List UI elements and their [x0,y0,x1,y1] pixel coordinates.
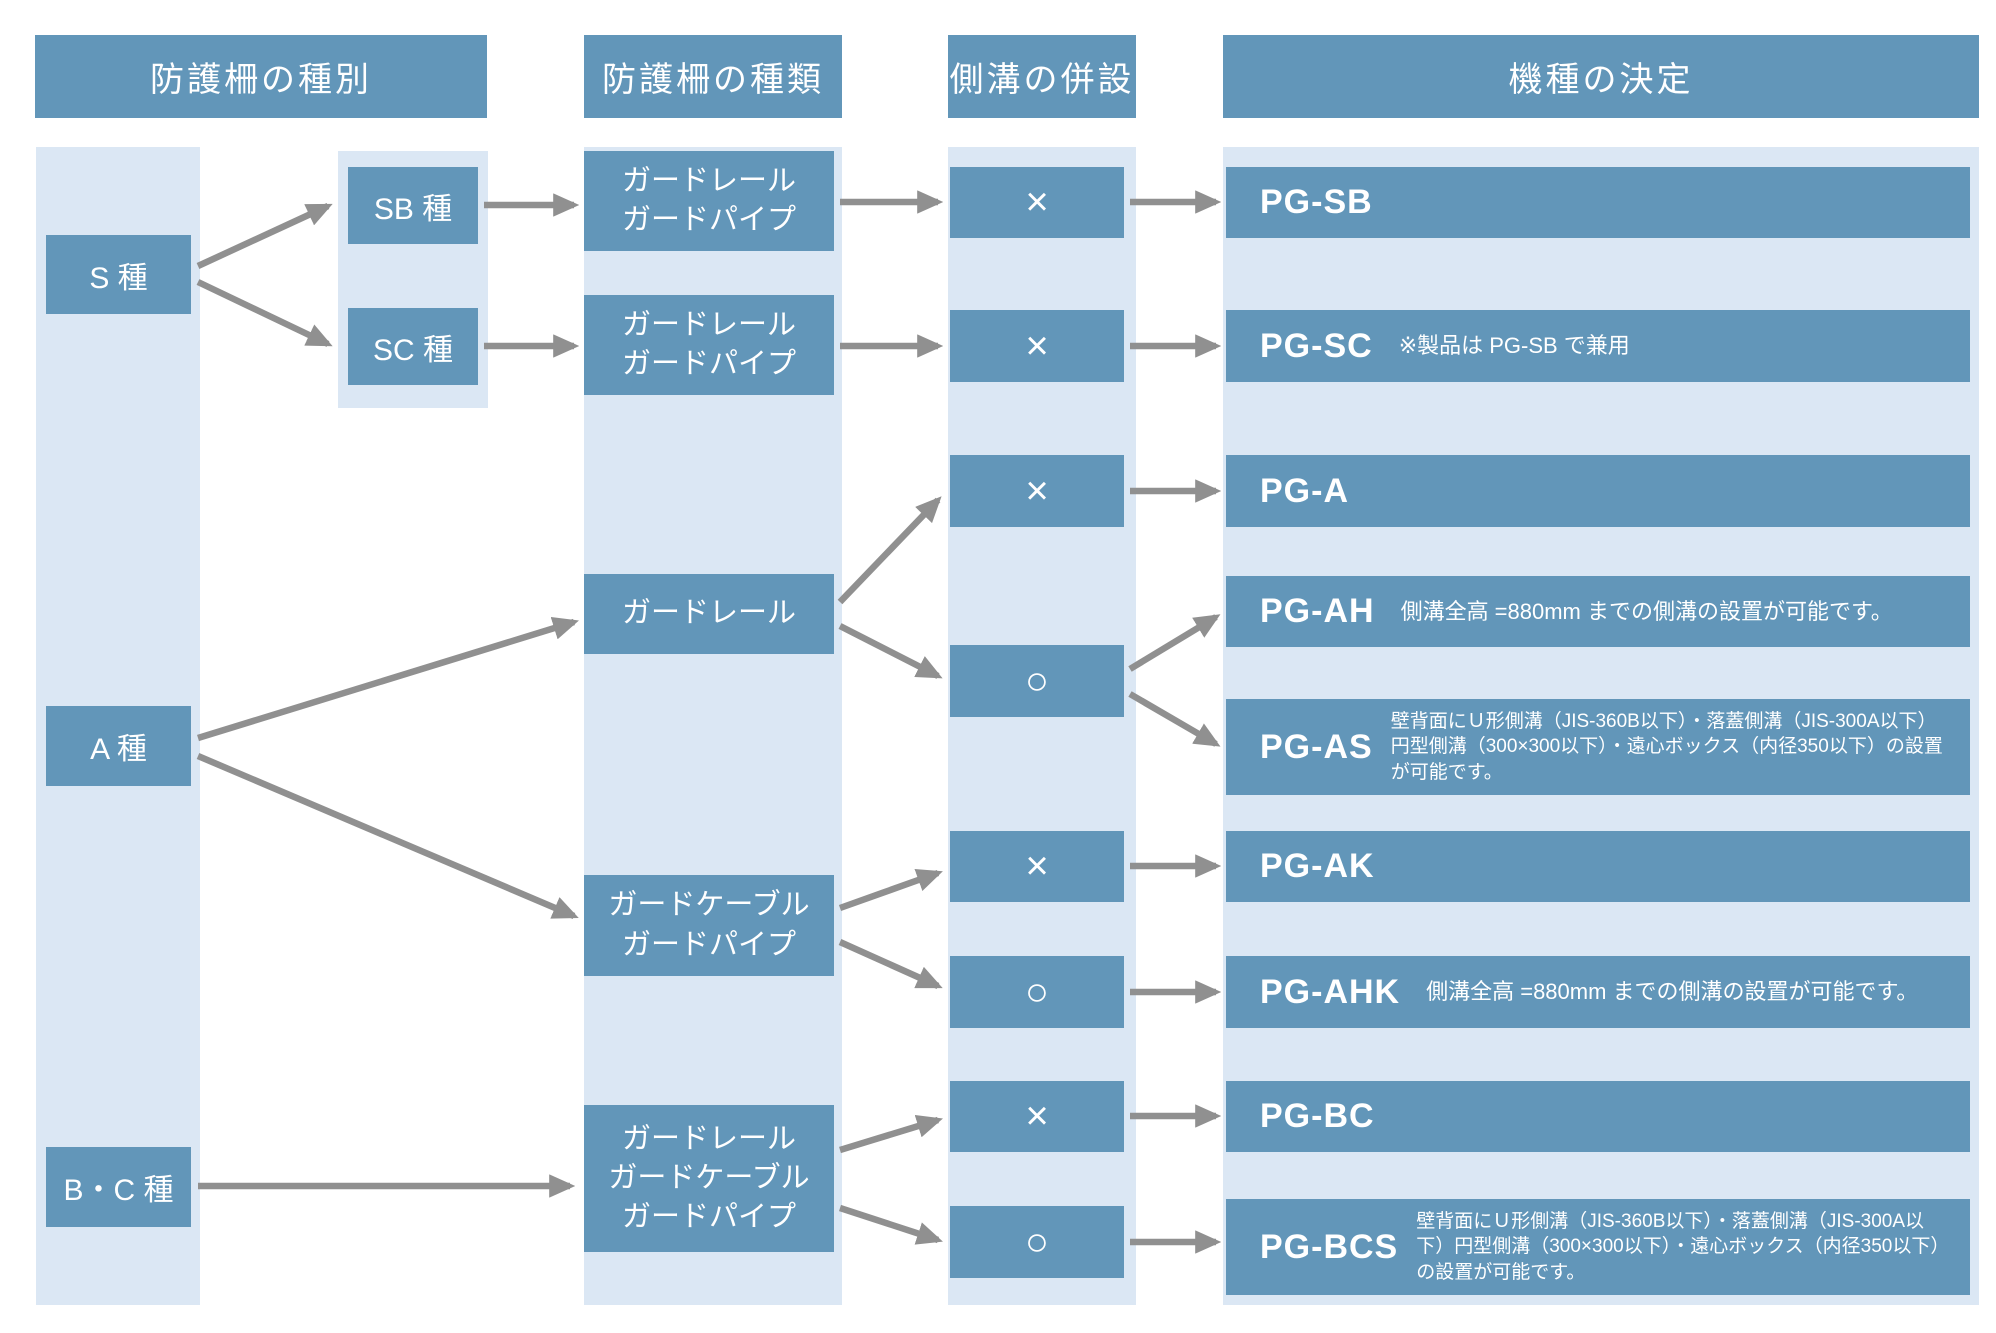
kind-node-a-rail: ガードレール [584,574,834,654]
arrow-s-to-sc [196,279,333,347]
model-code: PG-BC [1260,1097,1375,1135]
gutter-node-sb-no: × [950,167,1124,238]
gutter-node-a-yes: ○ [950,645,1124,717]
arrow-a-to-cable [196,753,579,919]
model-node-pg-bcs: PG-BCS 壁背面にＵ形側溝（JIS-360B以下）・落蓋側溝（JIS-300… [1226,1199,1970,1295]
model-node-pg-ah: PG-AH 側溝全高 =880mm までの側溝の設置が可能です。 [1226,576,1970,647]
model-code: PG-SC [1260,326,1373,365]
gutter-node-sc-no: × [950,310,1124,382]
model-node-pg-bc: PG-BC [1226,1081,1970,1152]
arrow-rail-to-no [837,496,942,605]
model-node-pg-sc: PG-SC ※製品は PG-SB で兼用 [1226,310,1970,382]
model-note: 側溝全高 =880mm までの側溝の設置が可能です。 [1400,598,1893,624]
model-node-pg-ak: PG-AK [1226,831,1970,902]
arrow-rail-to-yes [838,623,943,679]
header-fence-kind: 防護柵の種類 [584,35,842,118]
model-code: PG-A [1260,471,1349,510]
arrow-kindbc-to-yes [838,1204,943,1245]
model-code: PG-AHK [1260,972,1401,1011]
arrow-cable-to-yes [838,939,943,989]
model-note: 壁背面にＵ形側溝（JIS-360B以下）・落蓋側溝（JIS-300A以下）円型側… [1416,1210,1940,1283]
gutter-node-ahk-yes: ○ [950,956,1124,1028]
model-note: 壁背面にＵ形側溝（JIS-360B以下）・落蓋側溝（JIS-300A以下）円型側… [1390,710,1943,783]
type-node-a: A 種 [46,706,191,786]
model-code: PG-SB [1260,183,1373,221]
model-code: PG-AH [1260,592,1375,630]
header-gutter: 側溝の併設 [948,35,1136,118]
model-node-pg-as: PG-AS 壁背面にＵ形側溝（JIS-360B以下）・落蓋側溝（JIS-300A… [1226,699,1970,795]
model-node-pg-sb: PG-SB [1226,167,1970,238]
kind-node-sb: ガードレール ガードパイプ [584,151,834,251]
model-code: PG-BCS [1260,1227,1399,1266]
arrow-cable-to-no [838,868,943,912]
header-fence-type: 防護柵の種別 [35,35,487,118]
model-node-pg-a: PG-A [1226,455,1970,527]
type-node-sc: SC 種 [348,308,478,385]
header-model-decision: 機種の決定 [1223,35,1979,118]
type-node-bc: B・C 種 [46,1147,191,1227]
gutter-node-a-no: × [950,455,1124,527]
gutter-node-bcs-yes: ○ [950,1206,1124,1278]
kind-node-sc: ガードレール ガードパイプ [584,295,834,395]
arrow-a-to-rail [197,616,579,742]
model-code: PG-AS [1260,727,1373,766]
kind-node-bc: ガードレール ガードケーブル ガードパイプ [584,1105,834,1252]
arrow-s-to-sb [196,203,333,269]
type-node-s: S 種 [46,235,191,314]
kind-node-a-cable: ガードケーブル ガードパイプ [584,875,834,976]
model-note: ※製品は PG-SB で兼用 [1398,333,1630,359]
gutter-node-bc-no: × [950,1081,1124,1152]
arrow-kindbc-to-no [839,1114,943,1154]
arrow-to-pg-ah [1128,614,1221,672]
model-node-pg-ahk: PG-AHK 側溝全高 =880mm までの側溝の設置が可能です。 [1226,956,1970,1028]
gutter-node-ak-no: × [950,831,1124,902]
type-node-sb: SB 種 [348,167,478,244]
arrow-to-pg-as [1128,691,1221,747]
model-note: 側溝全高 =880mm までの側溝の設置が可能です。 [1426,979,1919,1005]
model-code: PG-AK [1260,847,1375,885]
